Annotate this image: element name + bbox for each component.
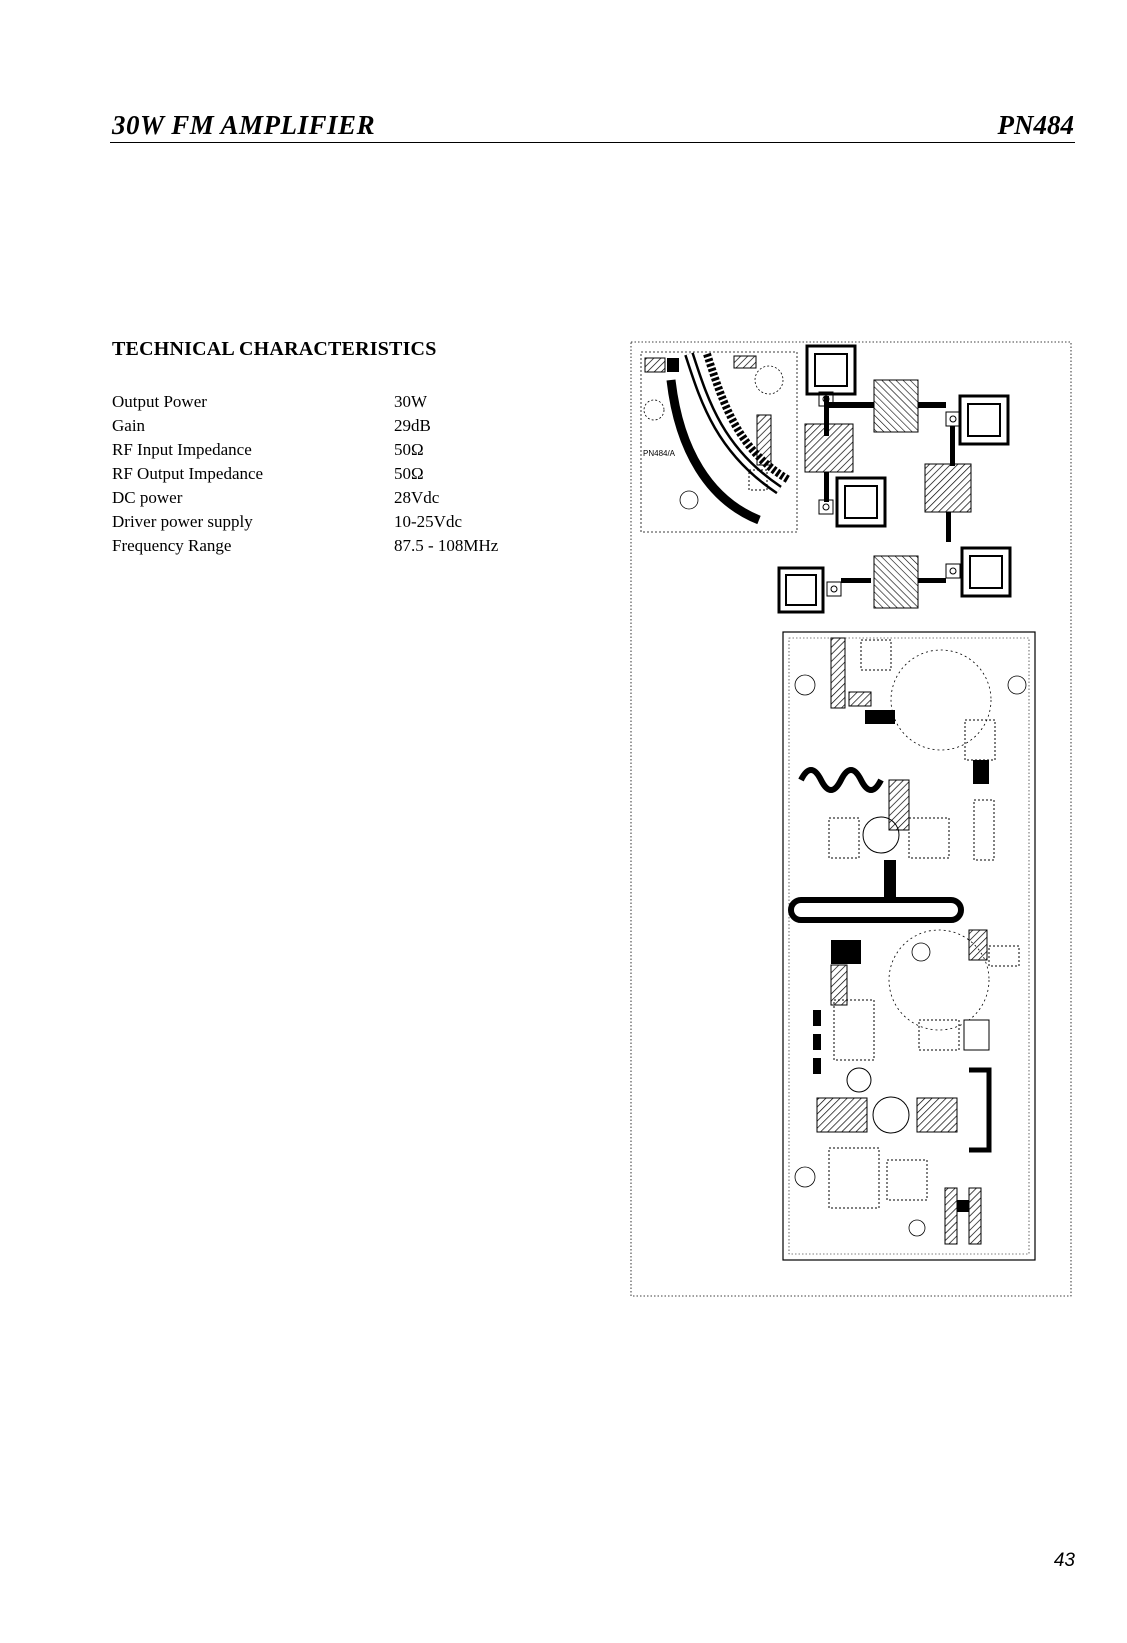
spec-label: RF Input Impedance (112, 438, 394, 462)
spec-label: Output Power (112, 390, 394, 414)
component-block-top (805, 346, 1008, 542)
spec-value: 29dB (394, 414, 431, 438)
spec-label: Frequency Range (112, 534, 394, 558)
header-rule (110, 142, 1075, 143)
driver-board: PN484/A (641, 352, 797, 532)
spec-value: 28Vdc (394, 486, 439, 510)
board-label: PN484/A (643, 449, 676, 458)
spec-value: 50Ω (394, 462, 424, 486)
component-block-middle (779, 548, 1010, 612)
section-title: TECHNICAL CHARACTERISTICS (112, 338, 437, 361)
main-amplifier-board (783, 632, 1035, 1260)
spec-value: 50Ω (394, 438, 424, 462)
pcb-layout-diagram: PN484/A (629, 340, 1074, 1300)
spec-label: DC power (112, 486, 394, 510)
page-number: 43 (1054, 1550, 1075, 1572)
spec-value: 10-25Vdc (394, 510, 462, 534)
spec-label: RF Output Impedance (112, 462, 394, 486)
spec-label: Driver power supply (112, 510, 394, 534)
spec-value: 87.5 - 108MHz (394, 534, 498, 558)
part-number: PN484 (998, 110, 1075, 141)
document-title: 30W FM AMPLIFIER (112, 110, 375, 141)
spec-label: Gain (112, 414, 394, 438)
spec-value: 30W (394, 390, 427, 414)
